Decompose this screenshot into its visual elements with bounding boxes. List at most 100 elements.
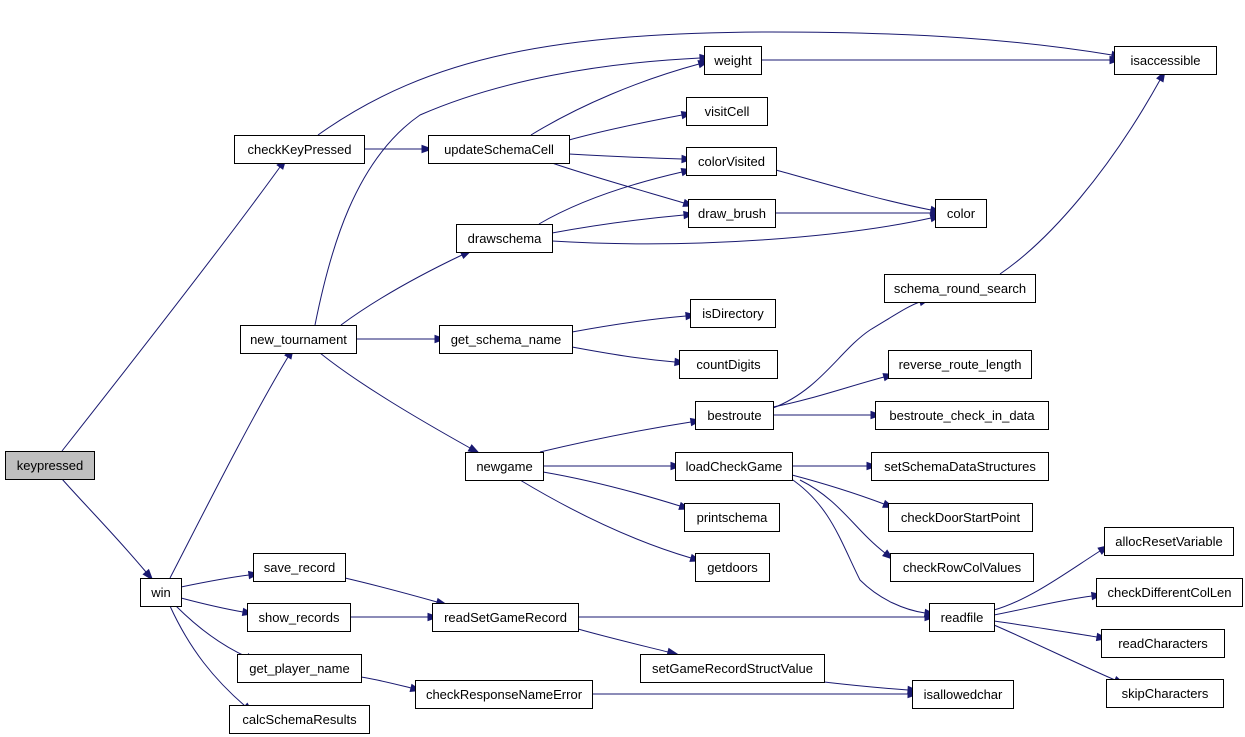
edge-win-to-show_records: [180, 597, 255, 617]
node-box: [675, 452, 793, 481]
edge-arrowhead: [467, 444, 481, 454]
node-updateSchemaCell[interactable]: updateSchemaCell: [428, 135, 570, 164]
node-label: show_records: [259, 610, 340, 625]
edge-line: [61, 166, 281, 452]
edge-line: [772, 376, 885, 408]
node-label: countDigits: [696, 357, 761, 372]
node-skipCharacters[interactable]: skipCharacters: [1106, 679, 1224, 708]
node-isallowedchar[interactable]: isallowedchar: [912, 680, 1014, 709]
node-checkRowColValues[interactable]: checkRowColValues: [890, 553, 1034, 582]
node-drawschema[interactable]: drawschema: [456, 224, 553, 253]
node-box: [686, 97, 768, 126]
edge-win-to-save_record: [180, 570, 261, 588]
edge-show_records-to-readSetGameRecord: [350, 612, 440, 622]
node-save_record[interactable]: save_record: [253, 553, 346, 582]
node-draw_brush[interactable]: draw_brush: [688, 199, 776, 228]
node-label: bestroute_check_in_data: [889, 408, 1035, 423]
node-checkResponseNameError[interactable]: checkResponseNameError: [415, 680, 593, 709]
node-label: weight: [713, 53, 752, 68]
node-isaccessible[interactable]: isaccessible: [1114, 46, 1217, 75]
edge-updateSchemaCell-to-visitCell: [568, 110, 694, 141]
edge-win-to-new_tournament: [169, 347, 294, 579]
node-printschema[interactable]: printschema: [684, 503, 780, 532]
node-bestroute_check_in_data[interactable]: bestroute_check_in_data: [875, 401, 1049, 430]
node-setSchemaDataStructures[interactable]: setSchemaDataStructures: [871, 452, 1049, 481]
node-checkDoorStartPoint[interactable]: checkDoorStartPoint: [888, 503, 1033, 532]
node-new_tournament[interactable]: new_tournament: [240, 325, 357, 354]
node-reverse_route_length[interactable]: reverse_route_length: [888, 350, 1032, 379]
node-get_player_name[interactable]: get_player_name: [237, 654, 362, 683]
node-box: [432, 603, 579, 632]
node-box: [5, 451, 95, 480]
node-colorVisited[interactable]: colorVisited: [686, 147, 777, 176]
edge-line: [538, 171, 683, 225]
node-readfile[interactable]: readfile: [929, 603, 995, 632]
node-box: [871, 452, 1049, 481]
node-newgame[interactable]: newgame: [465, 452, 544, 481]
node-label: drawschema: [468, 231, 542, 246]
nodes-layer: keypressed checkKeyPressed win isaccessible…: [5, 46, 1243, 734]
edge-updateSchemaCell-to-weight: [530, 60, 711, 136]
node-label: skipCharacters: [1122, 686, 1209, 701]
node-box: [1101, 629, 1225, 658]
edge-line: [999, 79, 1161, 275]
node-box: [890, 553, 1034, 582]
node-label: color: [947, 206, 976, 221]
node-label: isDirectory: [702, 306, 764, 321]
edge-drawschema-to-colorVisited: [538, 168, 694, 225]
node-get_schema_name[interactable]: get_schema_name: [439, 325, 573, 354]
node-isDirectory[interactable]: isDirectory: [690, 299, 776, 328]
edge-line: [169, 356, 289, 579]
node-setGameRecordStructValue[interactable]: setGameRecordStructValue: [640, 654, 825, 683]
edge-line: [360, 676, 412, 689]
edge-line: [577, 628, 669, 653]
node-calcSchemaResults[interactable]: calcSchemaResults: [229, 705, 370, 734]
node-box: [1104, 527, 1234, 556]
node-readCharacters[interactable]: readCharacters: [1101, 629, 1225, 658]
node-label: setGameRecordStructValue: [652, 661, 813, 676]
node-label: newgame: [476, 459, 532, 474]
node-color[interactable]: color: [935, 199, 987, 228]
node-countDigits[interactable]: countDigits: [679, 350, 778, 379]
node-box: [935, 199, 987, 228]
edge-keypressed-to-checkKeyPressed: [61, 157, 287, 452]
node-label: draw_brush: [698, 206, 766, 221]
node-show_records[interactable]: show_records: [247, 603, 351, 632]
edge-line: [340, 254, 463, 326]
edge-new_tournament-to-drawschema: [340, 250, 473, 326]
node-bestroute[interactable]: bestroute: [695, 401, 774, 430]
edge-line: [571, 315, 687, 333]
edge-line: [993, 595, 1093, 616]
node-label: win: [150, 585, 171, 600]
node-label: bestroute: [707, 408, 761, 423]
edge-drawschema-to-draw_brush: [551, 210, 696, 234]
edge-line: [539, 421, 692, 453]
node-allocResetVariable[interactable]: allocResetVariable: [1104, 527, 1234, 556]
node-loadCheckGame[interactable]: loadCheckGame: [675, 452, 793, 481]
edge-line: [551, 162, 685, 204]
node-checkDifferentColLen[interactable]: checkDifferentColLen: [1096, 578, 1243, 607]
edge-line: [519, 479, 692, 559]
edge-line: [799, 479, 886, 554]
node-label: allocResetVariable: [1115, 534, 1222, 549]
edge-colorVisited-to-color: [775, 169, 943, 215]
node-box: [1096, 578, 1243, 607]
node-label: checkDoorStartPoint: [901, 510, 1021, 525]
node-win[interactable]: win: [140, 578, 182, 607]
node-label: new_tournament: [250, 332, 347, 347]
node-weight[interactable]: weight: [704, 46, 762, 75]
node-visitCell[interactable]: visitCell: [686, 97, 768, 126]
edge-line: [542, 471, 681, 507]
edge-line: [993, 620, 1098, 638]
node-checkKeyPressed[interactable]: checkKeyPressed: [234, 135, 365, 164]
edge-save_record-to-readSetGameRecord: [344, 577, 449, 606]
node-getdoors[interactable]: getdoors: [695, 553, 770, 582]
node-keypressed[interactable]: keypressed: [5, 451, 95, 480]
node-schema_round_search[interactable]: schema_round_search: [884, 274, 1036, 303]
edge-updateSchemaCell-to-draw_brush: [551, 162, 696, 207]
node-label: reverse_route_length: [899, 357, 1022, 372]
node-label: readSetGameRecord: [444, 610, 567, 625]
edge-new_tournament-to-newgame: [319, 352, 481, 454]
node-readSetGameRecord[interactable]: readSetGameRecord: [432, 603, 579, 632]
